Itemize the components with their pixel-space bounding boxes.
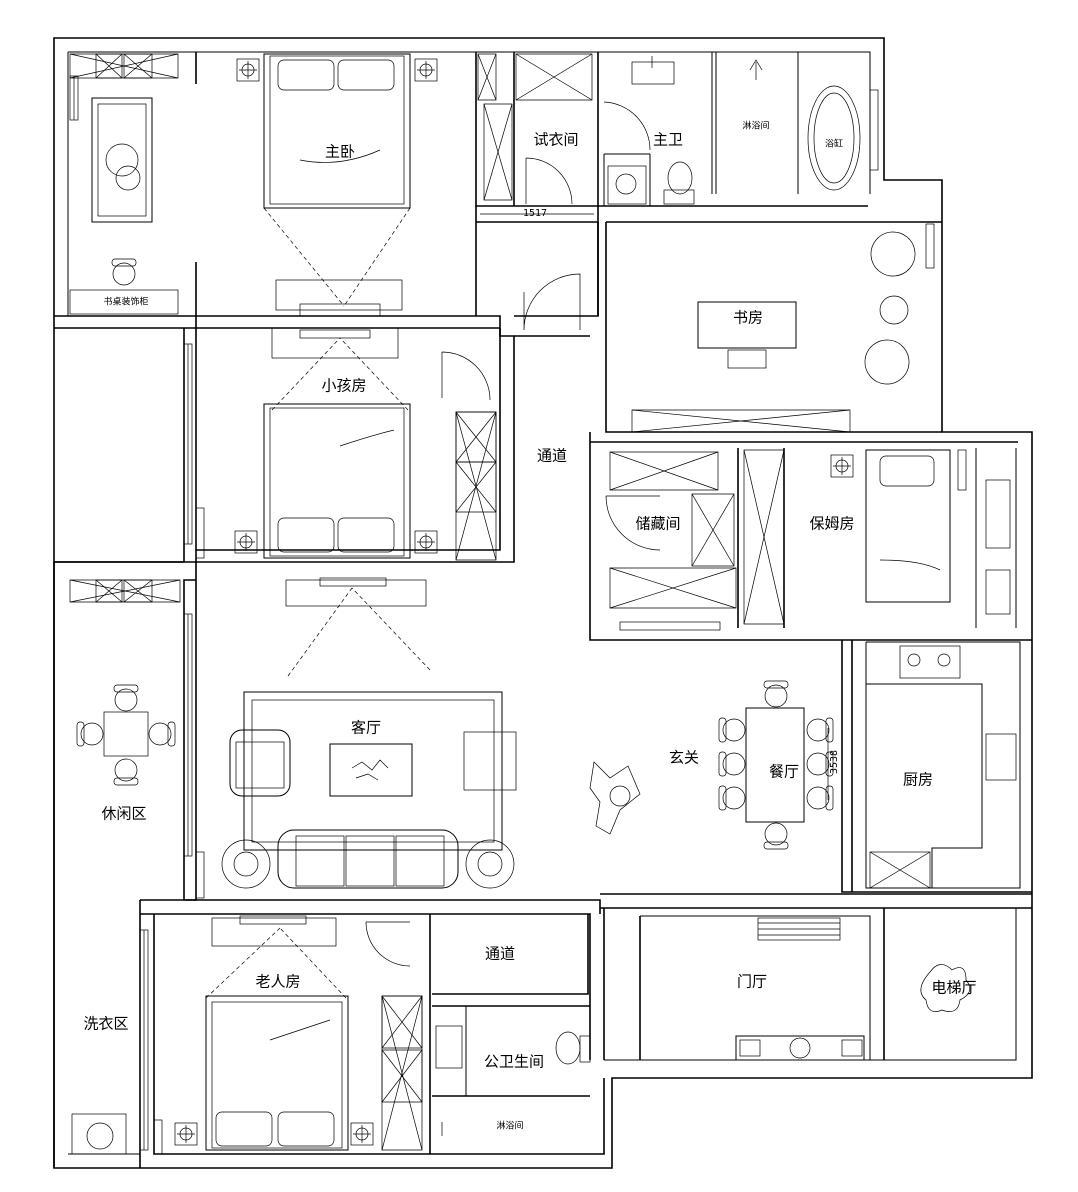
dining-length: 3538 [829,750,840,774]
public-bath-label: 公卫生间 [484,1053,544,1071]
public-shower-label: 淋浴间 [496,1120,523,1132]
fitting-room: 试衣间 1517 [478,54,594,219]
laundry-area-label: 洗衣区 [83,1015,128,1033]
fitting-room-width: 1517 [523,208,547,219]
dining-label: 餐厅 [769,763,799,781]
interior-walls [53,52,1032,1168]
storage: 储藏间 [606,450,784,630]
master-bedroom-label: 主卧 [325,143,355,161]
leisure-area-label: 休闲区 [101,805,146,823]
laundry-area: 洗衣区 [71,1015,129,1155]
upper-corridor: 通道 [523,273,581,465]
kitchen: 厨房 [869,645,1017,889]
windows [69,75,967,1155]
elevator-hall: 电梯厅 [920,964,977,1012]
corridor-upper-label: 通道 [537,447,567,465]
fitting-room-label: 试衣间 [533,131,578,149]
elevator-hall-label: 电梯厅 [931,979,976,997]
foyer-label: 玄关 [669,749,699,767]
master-tub-label: 浴缸 [825,138,843,150]
elders-room: 老人房 [174,915,422,1150]
storage-label: 储藏间 [635,515,680,533]
master-bath: 主卫 淋浴间 浴缸 [603,56,861,205]
corridor-lower-label: 通道 [485,945,515,963]
leisure-area: 休闲区 [70,580,180,823]
entrance-hall: 门厅 [735,917,865,1061]
nanny-room-label: 保姆房 [809,515,854,533]
kitchen-label: 厨房 [903,771,933,789]
elders-room-label: 老人房 [255,973,300,991]
master-shower-label: 淋浴间 [742,120,769,132]
nanny-room: 保姆房 [809,449,1011,615]
dining: 餐厅 3538 [718,680,840,850]
master-bedroom: 书桌装饰柜 主卧 [70,54,438,317]
living-room: 客厅 [221,577,517,889]
foyer: 玄关 [589,749,699,835]
master-bath-label: 主卫 [653,131,683,149]
lower-corridor: 通道 [485,945,515,963]
study-label: 书房 [733,309,763,327]
master-desk-label: 书桌装饰柜 [103,296,148,308]
kids-room-label: 小孩房 [321,377,366,395]
public-bath: 淋浴间 公卫生间 [435,1025,591,1136]
kids-room: 小孩房 [234,327,496,560]
study: 书房 [632,231,915,432]
entrance-hall-label: 门厅 [737,973,767,991]
living-room-label: 客厅 [351,719,381,737]
